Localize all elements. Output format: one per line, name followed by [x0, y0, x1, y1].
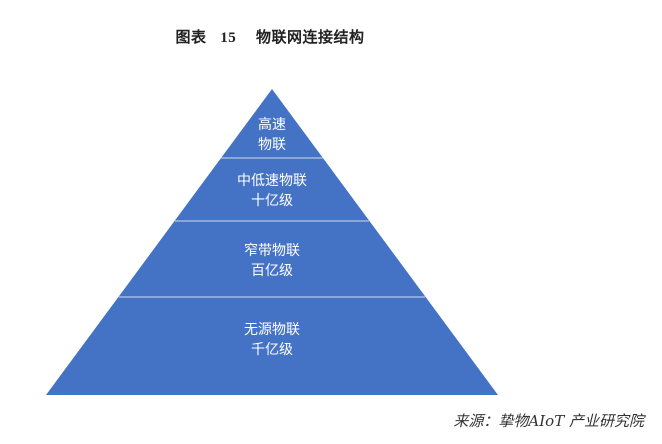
tier-label-line1: 窄带物联: [244, 242, 300, 259]
source-note: 来源：挚物AIoT 产业研究院: [453, 412, 644, 430]
tier-label-line1: 无源物联: [244, 322, 300, 338]
figure-title: 图表 15 物联网连接结构: [0, 26, 540, 47]
figure-title-text: 物联网连接结构: [255, 28, 365, 46]
tier-label-line2: 千亿级: [251, 342, 293, 358]
tier-label-line1: 中低速物联: [237, 173, 307, 189]
tier-narrowband: 窄带物联 百亿级: [244, 242, 300, 279]
tier-label-line2: 十亿级: [251, 193, 293, 209]
tier-label-line2: 百亿级: [251, 263, 293, 279]
pyramid-shape: [46, 89, 498, 395]
tier-high-speed: 高速 物联: [258, 116, 286, 153]
tier-label-line2: 物联: [258, 137, 286, 153]
tier-label-line1: 高速: [258, 116, 286, 133]
figure-number: 15: [220, 30, 237, 46]
tier-mid-low-speed: 中低速物联 十亿级: [237, 173, 307, 209]
tier-passive: 无源物联 千亿级: [244, 322, 300, 358]
figure-label: 图表: [175, 28, 207, 46]
